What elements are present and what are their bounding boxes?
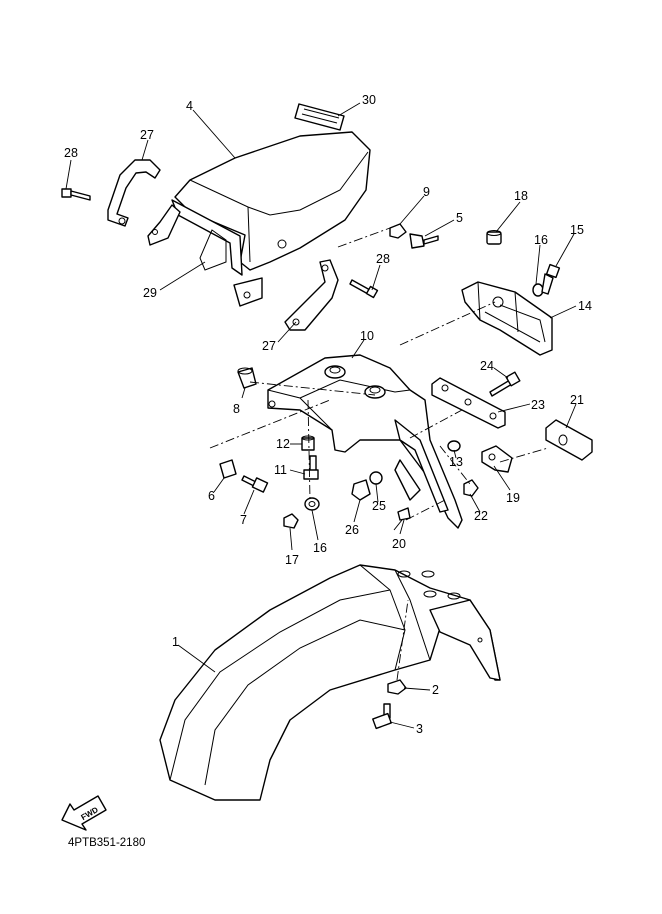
nut-22 <box>463 479 479 497</box>
callout-16-left: 16 <box>313 541 327 555</box>
damper-8 <box>237 367 257 389</box>
grab-bar-right <box>284 259 339 331</box>
washer-16-right <box>532 283 544 297</box>
callout-26: 26 <box>345 523 359 537</box>
callout-5: 5 <box>456 211 463 225</box>
callout-12: 12 <box>276 437 290 451</box>
nut-2 <box>387 679 407 695</box>
diagram-code: 4PTB351-2180 <box>68 837 145 849</box>
callout-15: 15 <box>570 223 584 237</box>
callout-27-top: 27 <box>140 128 154 142</box>
rear-fender-frame <box>267 354 463 529</box>
bolt-28-left <box>61 188 91 201</box>
callout-11: 11 <box>274 463 287 477</box>
callout-18: 18 <box>514 189 528 203</box>
callout-numbers: 1 2 3 4 5 6 7 8 9 10 11 12 13 14 15 16 1… <box>64 93 592 736</box>
nut-9 <box>389 223 407 239</box>
license-plate-bracket <box>431 377 506 429</box>
callout-22: 22 <box>474 509 488 523</box>
assembly-lines <box>209 227 549 681</box>
callout-10: 10 <box>360 329 374 343</box>
reflector <box>545 419 593 461</box>
callout-6: 6 <box>208 489 215 503</box>
washer-25 <box>369 471 383 485</box>
callout-24: 24 <box>480 359 494 373</box>
bolt-28-right <box>349 279 379 299</box>
callout-17: 17 <box>285 553 299 567</box>
fwd-arrow: FWD <box>61 795 107 831</box>
bolt-11 <box>303 455 319 480</box>
seat-cowl <box>147 131 371 307</box>
callout-28-left: 28 <box>64 146 78 160</box>
callout-16-right: 16 <box>534 233 548 247</box>
collar-18 <box>486 230 502 245</box>
callout-7: 7 <box>240 513 247 527</box>
callout-19: 19 <box>506 491 520 505</box>
callout-14: 14 <box>578 299 592 313</box>
callout-8: 8 <box>233 402 240 416</box>
emblem <box>294 103 345 131</box>
callout-3: 3 <box>416 722 423 736</box>
reflector-bracket <box>481 445 513 473</box>
nut-26 <box>351 479 371 501</box>
bolt-7 <box>241 475 269 493</box>
callout-2: 2 <box>432 683 439 697</box>
callout-30: 30 <box>362 93 376 107</box>
callout-27-bottom: 27 <box>262 339 276 353</box>
leader-lines <box>65 102 577 729</box>
callout-29: 29 <box>143 286 157 300</box>
rear-fender <box>159 564 501 801</box>
washer-16-left <box>304 497 320 511</box>
grab-bar-left <box>107 159 161 227</box>
tail-light-bracket <box>461 281 553 356</box>
bolt-24 <box>489 371 521 397</box>
callout-25: 25 <box>372 499 386 513</box>
callout-28-right: 28 <box>376 252 390 266</box>
collar-13 <box>447 440 461 452</box>
callout-9: 9 <box>423 185 430 199</box>
callout-20: 20 <box>392 537 406 551</box>
nut-17 <box>283 513 299 529</box>
bolt-15 <box>541 263 561 295</box>
damper-6 <box>219 459 237 479</box>
bolt-5 <box>409 233 439 249</box>
callout-1: 1 <box>172 635 179 649</box>
callout-23: 23 <box>531 398 545 412</box>
collar-12 <box>301 435 315 451</box>
callout-21: 21 <box>570 393 584 407</box>
bolt-3 <box>372 703 392 730</box>
callout-13: 13 <box>449 455 463 469</box>
callout-4: 4 <box>186 99 193 113</box>
